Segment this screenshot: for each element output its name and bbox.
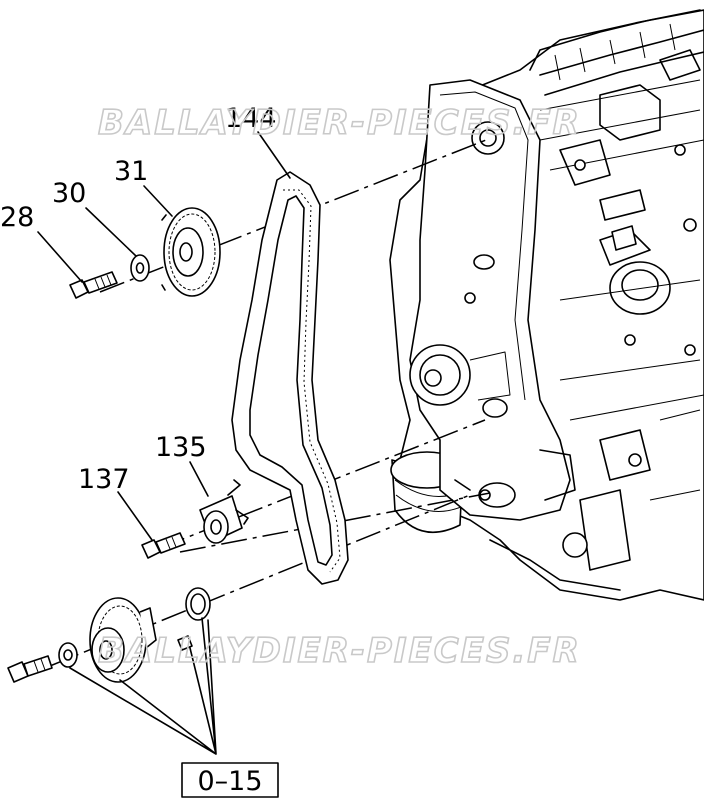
callout-31: 31 (114, 156, 148, 187)
crank-spacer (58, 642, 78, 668)
bolt-28 (69, 271, 118, 299)
crankshaft-sprocket (89, 597, 157, 683)
callout-30: 30 (52, 178, 86, 209)
crank-key (177, 635, 193, 651)
timing-rear-cover (409, 79, 576, 521)
camshaft-sprocket (161, 207, 221, 297)
callout-015-box (181, 762, 279, 798)
callout-137: 137 (78, 464, 130, 495)
callout-144: 144 (225, 103, 277, 134)
tensioner-pulley (199, 479, 249, 544)
timing-belt (231, 171, 349, 585)
leader-lines (37, 131, 291, 755)
callout-135: 135 (155, 432, 207, 463)
watermark-top: BALLAYDIER-PIECES.FR (98, 103, 581, 143)
crank-bolt (7, 655, 53, 683)
bolt-137 (141, 532, 186, 559)
engine-block (389, 9, 704, 601)
callout-labels: 28 30 31 144 135 137 0–15 (0, 103, 279, 798)
watermark-bottom: BALLAYDIER-PIECES.FR (98, 631, 581, 671)
callout-0-15: 0–15 (197, 766, 262, 797)
callout-28: 28 (0, 202, 34, 233)
crank-washer (185, 587, 211, 621)
watermark-layer: BALLAYDIER-PIECES.FR BALLAYDIER-PIECES.F… (97, 102, 581, 672)
washer-30 (130, 254, 150, 282)
